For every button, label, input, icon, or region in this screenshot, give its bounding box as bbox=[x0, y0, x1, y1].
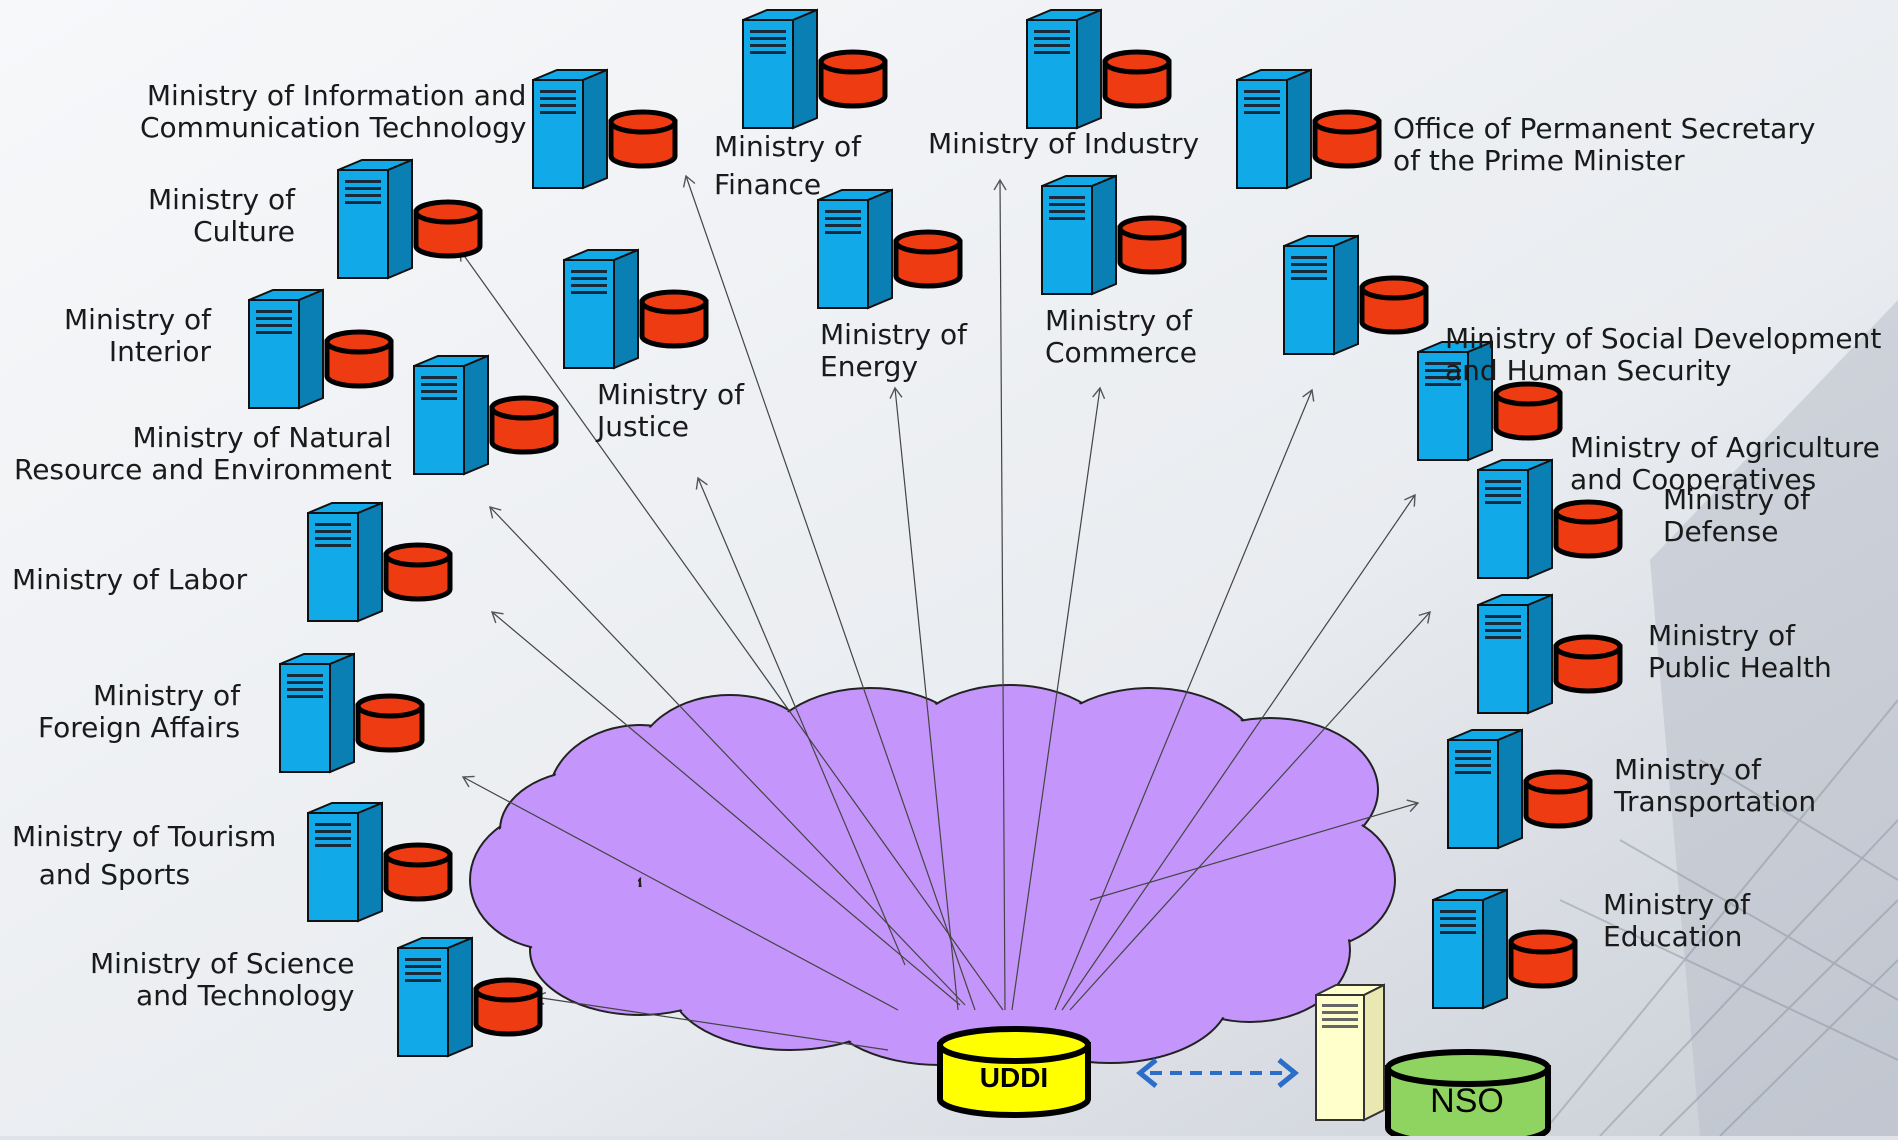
database-icon bbox=[1553, 499, 1623, 559]
database-icon bbox=[639, 289, 709, 349]
database-icon bbox=[1508, 929, 1578, 989]
nso-server-icon bbox=[1315, 983, 1385, 1122]
label-agriculture: Ministry of Agriculture and Cooperatives bbox=[1570, 431, 1880, 496]
database-icon bbox=[1553, 634, 1623, 694]
label-science: Ministry of Science and Technology bbox=[90, 947, 355, 1012]
label-pm-office: Office of Permanent Secretary of the Pri… bbox=[1393, 112, 1816, 177]
server-icon bbox=[307, 501, 383, 623]
server-icon bbox=[1236, 68, 1312, 190]
server-icon bbox=[1477, 458, 1553, 580]
server-icon bbox=[1447, 728, 1523, 850]
label-education: Ministry of Education bbox=[1603, 888, 1750, 953]
database-icon bbox=[1523, 769, 1593, 829]
nso-label: NSO bbox=[1430, 1082, 1504, 1120]
database-icon bbox=[1385, 1049, 1551, 1140]
server-icon bbox=[742, 8, 818, 130]
database-icon bbox=[324, 329, 394, 389]
database-icon bbox=[355, 693, 425, 753]
label-social-development: Ministry of Social Development and Human… bbox=[1445, 322, 1882, 387]
label-finance: Ministry of Finance bbox=[714, 130, 861, 201]
server-icon bbox=[413, 354, 489, 476]
database-icon bbox=[1312, 109, 1382, 169]
server-icon bbox=[1026, 8, 1102, 130]
database-icon bbox=[413, 199, 483, 259]
label-culture: Ministry of Culture bbox=[148, 183, 295, 248]
server-icon bbox=[1432, 888, 1508, 1010]
label-interior: Ministry of Interior bbox=[64, 303, 211, 368]
label-justice: Ministry of Justice bbox=[597, 378, 744, 443]
database-icon bbox=[473, 977, 543, 1037]
uddi-registry: UDDI bbox=[937, 1026, 1091, 1118]
database-icon bbox=[1493, 381, 1563, 441]
database-icon bbox=[608, 109, 678, 169]
uddi-label: UDDI bbox=[980, 1062, 1048, 1093]
label-commerce: Ministry of Commerce bbox=[1045, 304, 1197, 369]
database-icon bbox=[818, 49, 888, 109]
label-public-health: Ministry of Public Health bbox=[1648, 619, 1832, 684]
connection-lines bbox=[459, 174, 1431, 1051]
label-foreign-affairs: Ministry of Foreign Affairs bbox=[38, 679, 241, 744]
server-icon bbox=[248, 288, 324, 410]
label-tourism: Ministry of Tourism and Sports bbox=[12, 820, 277, 891]
label-ict: Ministry of Information and Communicatio… bbox=[140, 79, 527, 144]
server-icon bbox=[563, 248, 639, 370]
database-icon bbox=[937, 1026, 1091, 1118]
label-defense: Ministry of Defense bbox=[1663, 483, 1810, 548]
label-energy: Ministry of Energy bbox=[820, 318, 967, 383]
database-icon bbox=[383, 842, 453, 902]
server-icon bbox=[532, 68, 608, 190]
label-natural-resource: Ministry of Natural Resource and Environ… bbox=[14, 421, 392, 486]
ministry-servers bbox=[248, 8, 1623, 1058]
database-icon bbox=[1102, 49, 1172, 109]
label-industry: Ministry of Industry bbox=[928, 127, 1200, 160]
uddi-nso-link bbox=[1136, 1058, 1299, 1088]
server-icon bbox=[307, 801, 383, 923]
nso-node: NSO bbox=[1315, 983, 1551, 1140]
database-icon bbox=[489, 395, 559, 455]
nso-database-icon bbox=[1385, 1049, 1551, 1140]
server-icon bbox=[1283, 234, 1359, 356]
server-icon bbox=[1041, 174, 1117, 296]
network-cloud bbox=[469, 684, 1396, 1066]
database-icon bbox=[1117, 215, 1187, 275]
server-icon bbox=[397, 936, 473, 1058]
label-transportation: Ministry of Transportation bbox=[1614, 753, 1817, 818]
server-icon bbox=[279, 652, 355, 774]
database-icon bbox=[893, 229, 963, 289]
uddi-database-icon bbox=[937, 1026, 1091, 1118]
label-labor: Ministry of Labor bbox=[12, 563, 248, 596]
server-icon bbox=[817, 188, 893, 310]
database-icon bbox=[1359, 275, 1429, 335]
database-icon bbox=[383, 542, 453, 602]
server-icon bbox=[1417, 340, 1493, 462]
server-icon bbox=[1477, 593, 1553, 715]
server-icon bbox=[337, 158, 413, 280]
